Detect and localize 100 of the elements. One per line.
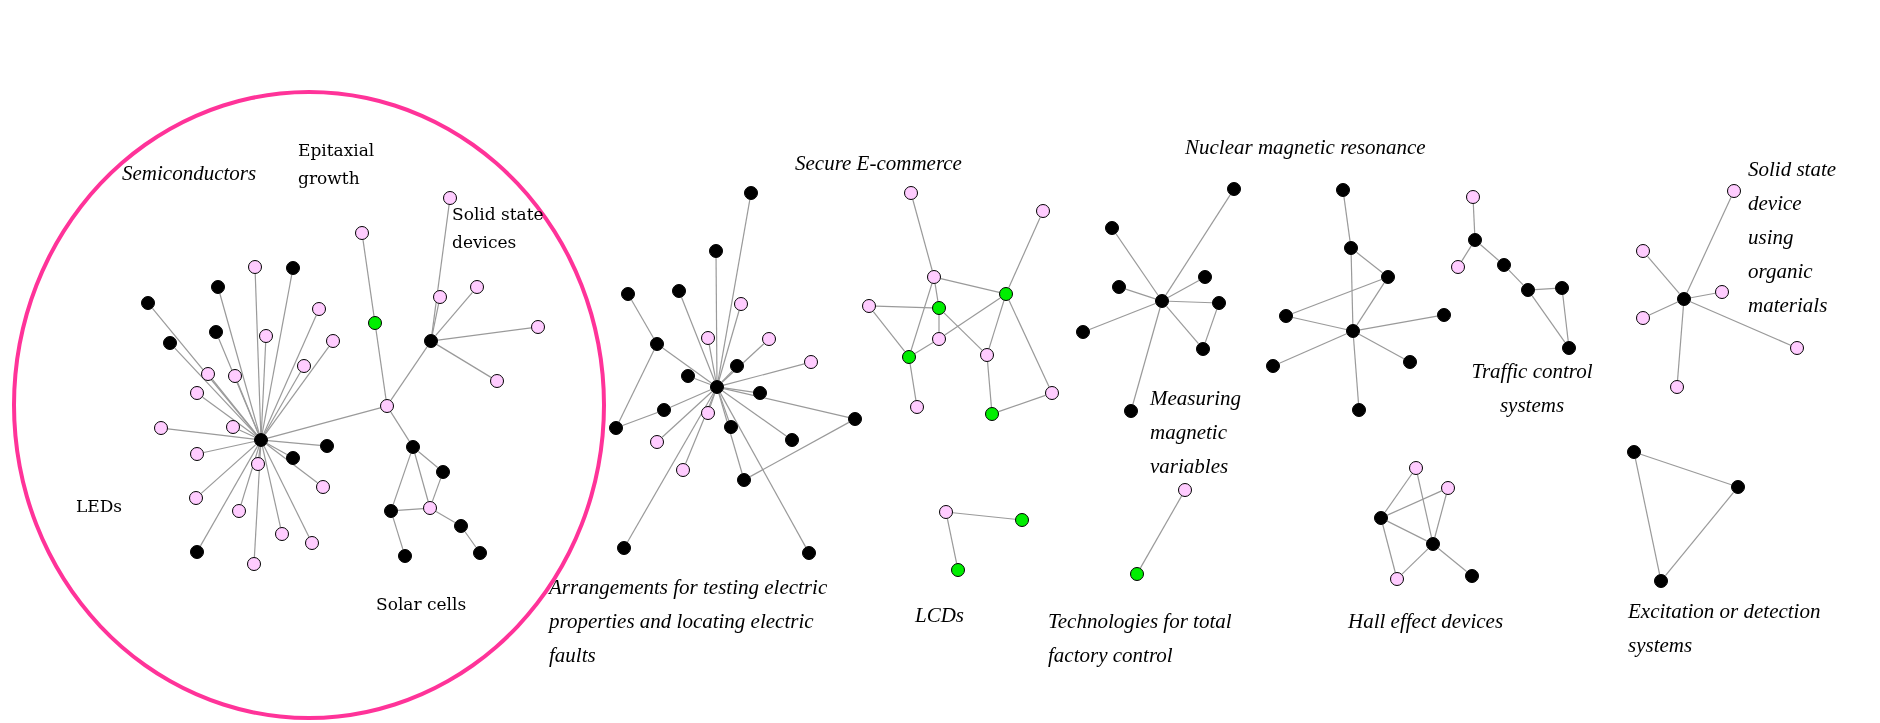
connector-line [1350,254,1354,325]
connector-line [998,394,1046,413]
network-node [1731,480,1745,494]
connector-line [267,440,321,446]
connector-line [987,361,992,408]
network-node [1279,309,1293,323]
network-node [470,280,484,294]
connector-line [1352,337,1360,404]
connector-line [254,273,262,434]
connector-line [669,389,712,408]
connector-line [1648,301,1679,316]
network-node [1227,182,1241,196]
network-node [316,480,330,494]
connector-line [431,477,442,503]
connector-line [414,453,429,502]
connector-line [1359,315,1438,331]
network-node [1266,359,1280,373]
network-node [247,557,261,571]
connector-line [914,342,934,354]
connector-line [417,450,439,469]
network-node [189,491,203,505]
connector-line [390,346,428,401]
network-node [1636,244,1650,258]
network-node [985,407,999,421]
network-node [1336,183,1350,197]
connector-line [718,310,740,381]
connector-line [708,344,717,381]
network-node [251,457,265,471]
network-node [701,406,715,420]
connector-line [1479,243,1500,262]
network-node [744,186,758,200]
connector-line [1472,203,1476,234]
network-node [259,329,273,343]
cluster-label: Epitaxial growth [298,139,376,190]
network-node [657,403,671,417]
connector-line [1292,316,1347,331]
connector-line [240,446,260,505]
connector-line [1386,490,1443,516]
connector-line [1008,216,1041,289]
cluster-label: Arrangements for testing electric properties and locating electric faults [549,574,829,669]
connector-line [1461,245,1472,262]
connector-line [1690,292,1716,299]
connector-line [266,442,288,456]
connector-line [265,443,319,484]
cluster-label: Technologies for total factory control [1048,608,1233,669]
connector-line [263,371,302,435]
connector-line [1167,279,1200,299]
network-node [1352,403,1366,417]
connector-line [203,440,255,454]
network-node [951,563,965,577]
connector-line [263,445,310,538]
network-node [980,348,994,362]
connector-line [1358,333,1405,360]
connector-line [202,396,256,437]
connector-line [1125,288,1156,300]
network-node [1426,537,1440,551]
network-node [454,519,468,533]
connector-line [934,283,939,302]
network-node [999,287,1013,301]
connector-line [1534,287,1556,291]
connector-line [630,299,655,339]
network-node [730,359,744,373]
network-node [1468,233,1482,247]
connector-line [1278,333,1348,364]
connector-line [1676,305,1685,381]
connector-line [390,411,410,442]
network-node [286,261,300,275]
connector-line [723,363,805,386]
connector-line [621,411,659,427]
network-node [904,186,918,200]
connector-line [1139,495,1183,569]
cluster-label: LCDs [915,602,965,629]
network-node [1521,283,1535,297]
network-node [424,334,438,348]
connector-line [685,392,715,465]
network-node [1727,184,1741,198]
connector-line [1165,305,1200,345]
connector-line [237,381,259,435]
network-node [211,280,225,294]
cluster-label: Solar cells [376,593,467,616]
connector-line [1434,494,1447,538]
connector-line [872,310,906,353]
network-node [398,549,412,563]
connector-line [1165,194,1231,296]
connector-line [174,347,257,436]
network-node [709,244,723,258]
network-node [154,421,168,435]
network-node [226,420,240,434]
connector-line [1401,548,1429,575]
connector-line [362,239,375,317]
connector-line [944,297,1001,336]
network-node [1451,260,1465,274]
connector-line [260,342,267,434]
network-node [490,374,504,388]
network-node [737,473,751,487]
network-node [1124,404,1138,418]
connector-line [397,507,424,512]
network-node [433,290,447,304]
connector-line [200,444,257,494]
connector-line [199,445,259,547]
